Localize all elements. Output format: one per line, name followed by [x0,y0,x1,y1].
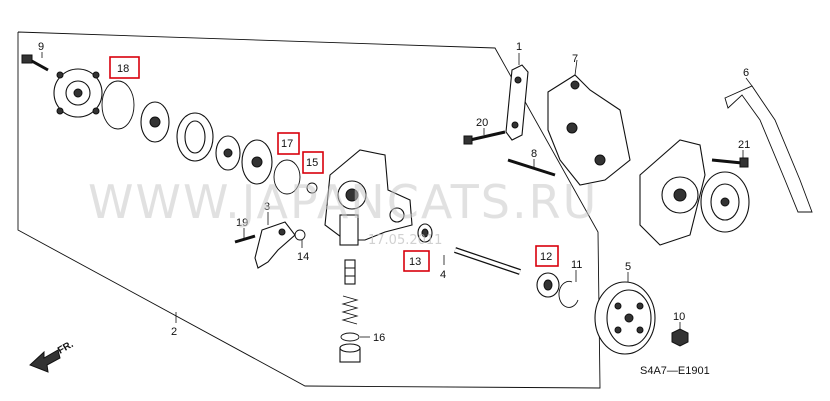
label-part-13: 13 [409,256,421,268]
flow-control-valve [344,259,356,285]
pump-assembly [639,139,750,246]
pump-bracket-7 [547,74,631,186]
highlight-12 [535,245,559,267]
o-ring-17 [273,159,301,195]
valve-spring [341,295,359,325]
label-part-20: 20 [476,117,488,129]
leader-lines [41,52,753,338]
o-ring-18 [101,80,135,130]
label-part-15: 15 [306,157,318,169]
pump-body [324,149,413,246]
highlight-13 [403,250,430,272]
drive-belt-6 [724,85,813,213]
label-part-9: 9 [38,41,44,53]
bracket-1 [505,64,529,141]
figure-code: S4A7—E1901 [640,365,710,377]
bearing-12 [536,272,560,298]
watermark-date: 17.05.2011 [368,233,442,248]
label-part-14: 14 [297,251,309,263]
label-part-2: 2 [171,326,177,338]
bolt-9 [21,54,49,72]
bolt-21 [711,157,749,168]
label-part-4: 4 [440,269,446,281]
rotor [215,135,241,171]
circlip-11 [558,280,579,308]
label-part-21: 21 [738,139,750,151]
label-part-11: 11 [571,259,582,271]
label-part-18: 18 [117,63,129,75]
bolt-19 [234,234,256,244]
label-part-16: 16 [373,332,385,344]
watermark-text: WWW.JAPANCATS.RU [88,175,598,229]
pulley-5 [594,281,656,355]
label-part-5: 5 [625,261,631,273]
o-ring-14 [294,229,306,241]
label-part-19: 19 [236,217,248,229]
assembly-outline [17,31,601,389]
oil-seal-13 [417,223,433,243]
o-ring-15 [306,182,318,194]
inlet-joint [254,221,296,269]
direction-label: FR. [56,339,76,357]
label-part-7: 7 [572,53,578,65]
label-part-10: 10 [673,311,685,323]
label-part-6: 6 [743,67,749,79]
label-part-3: 3 [264,201,270,213]
label-part-17: 17 [281,138,293,150]
highlight-15 [302,151,324,174]
highlight-17 [277,132,300,155]
front-direction-arrow [29,349,61,373]
nut-10 [671,328,689,347]
highlight-18 [109,56,140,79]
highlight-boxes [109,56,559,272]
stud-bolt-8 [507,158,556,177]
pump-cover-flange [53,68,103,118]
label-part-8: 8 [531,148,537,160]
label-part-12: 12 [540,251,552,263]
cam-ring [176,112,214,162]
valve-cap [339,343,361,363]
part-labels: 1 2 3 4 5 6 7 8 9 10 11 12 13 14 15 16 1… [38,41,750,344]
pressure-plate [241,139,273,185]
side-plate [140,101,170,143]
shaft-4 [454,247,521,275]
bolt-20 [463,130,506,145]
label-part-1: 1 [516,41,522,53]
o-ring-16 [340,332,360,342]
